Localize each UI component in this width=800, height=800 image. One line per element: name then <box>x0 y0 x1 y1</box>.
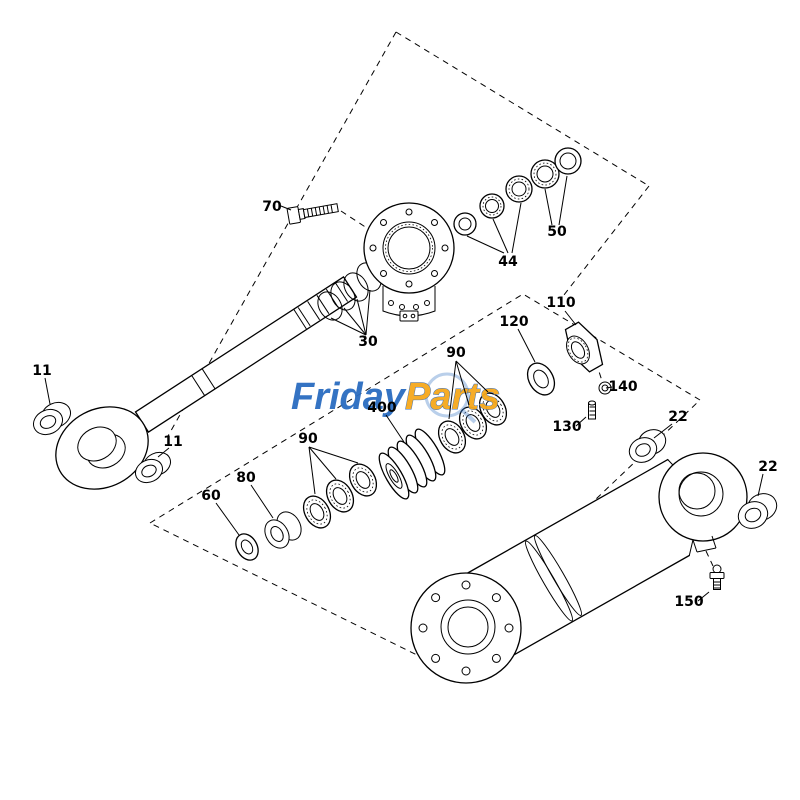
part-label-60: 60 <box>201 488 221 504</box>
seal-set-90-upper <box>437 392 508 454</box>
part-label-70: 70 <box>262 199 282 215</box>
watermark-text: FridayParts <box>291 376 500 418</box>
seal-rings-44 <box>453 175 533 236</box>
bolt-70 <box>286 203 339 225</box>
part-label-150: 150 <box>674 594 703 610</box>
watermark-word-primary: Friday <box>291 376 407 418</box>
set-screw-130 <box>588 400 596 420</box>
part-label-110: 110 <box>546 295 575 311</box>
part-label-22-upper: 22 <box>668 409 687 425</box>
spring-washers-30 <box>317 262 382 321</box>
rod-eye <box>55 406 149 490</box>
magnifier-handle-icon <box>460 408 477 424</box>
piston-nut-110 <box>564 321 604 373</box>
watermark: FridayParts <box>291 372 501 424</box>
part-label-90-upper: 90 <box>446 345 466 361</box>
buffer-ring-80 <box>264 511 302 549</box>
part-label-80: 80 <box>236 470 256 486</box>
watermark-word-secondary: Parts <box>405 376 500 418</box>
part-label-50: 50 <box>547 224 567 240</box>
mounting-flange <box>410 572 522 684</box>
grease-fitting-150 <box>709 564 725 590</box>
part-label-30: 30 <box>358 334 378 350</box>
ring-120 <box>526 362 556 396</box>
cylinder-head-gland <box>363 202 455 322</box>
magnifier-icon <box>424 372 470 418</box>
bushing-11-right <box>134 451 172 484</box>
head-clevis <box>658 452 748 553</box>
bushing-22-lower <box>737 493 778 529</box>
cylinder-tube <box>467 458 694 656</box>
wiper-ring-60 <box>235 533 259 561</box>
part-label-44: 44 <box>498 254 518 270</box>
leader-lines <box>44 175 764 602</box>
bushing-22-upper <box>628 429 667 463</box>
part-label-120: 120 <box>499 314 528 330</box>
seal-set-90-lower <box>302 463 378 529</box>
part-label-11-right: 11 <box>163 434 182 450</box>
part-label-90-lower: 90 <box>298 431 318 447</box>
part-label-130: 130 <box>552 419 581 435</box>
part-label-11-left: 11 <box>32 363 51 379</box>
bushing-11-left <box>32 401 72 436</box>
seal-rings-50 <box>530 147 582 189</box>
part-label-400: 400 <box>367 400 396 416</box>
part-labels: 70 44 50 30 11 11 60 80 90 400 90 120 11… <box>32 199 777 610</box>
piston-400 <box>378 428 446 500</box>
part-label-22-lower: 22 <box>758 459 777 475</box>
part-label-140: 140 <box>608 379 637 395</box>
